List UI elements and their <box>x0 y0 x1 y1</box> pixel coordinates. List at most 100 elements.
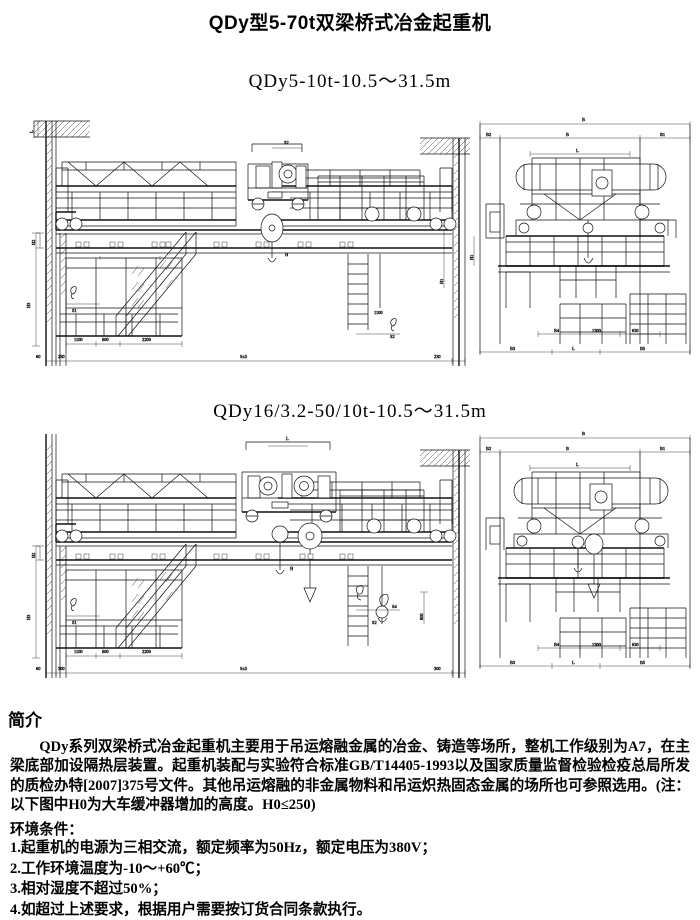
page-title: QDy型5-70t双梁桥式冶金起重机 <box>208 13 492 34</box>
hook-symbol-a-2 <box>355 585 364 601</box>
access-stair-2 <box>115 543 197 649</box>
dim-label: L <box>29 130 34 133</box>
side-elevation-view-2: B B2 B B1 L <box>479 431 691 669</box>
dim-label: B <box>566 446 569 451</box>
ceiling-hatch-left <box>33 120 91 138</box>
list-item: 1.起重机的电源为三相交流，额定频率为50Hz，额定电压为380V； <box>10 840 437 856</box>
dim-label: H3 <box>26 614 31 620</box>
dim-label: B2 <box>486 446 491 451</box>
dim-label: H1 <box>469 255 474 260</box>
front-elevation-view-1: L H2 H3 1100 600 2200 60 230 230 <box>26 120 471 366</box>
access-stair <box>115 231 197 337</box>
dim-label: 1300 <box>592 642 602 647</box>
dim-label: S4 <box>392 604 397 609</box>
right-building-column-2 <box>419 449 471 678</box>
dim-label: S±5 <box>240 666 248 671</box>
dim-label: 230 <box>58 354 65 359</box>
machinery-platform-2 <box>339 489 425 534</box>
dim-label: H <box>290 566 294 571</box>
left-building-column-2 <box>45 434 67 678</box>
dim-label: L <box>572 346 575 351</box>
dimension-annotations-front-2: H2 H3 S1 1100 600 2200 60 300 300 S±5 <box>26 436 466 676</box>
dimension-annotations-side-2: B4 1300 630 B3 L B5 <box>479 642 691 669</box>
dim-label: S1 <box>72 620 77 625</box>
trolley-assembly <box>247 143 309 263</box>
environment-heading: 环境条件： <box>10 822 83 838</box>
dim-label: H2 <box>31 553 36 558</box>
end-carriage-left-2 <box>55 479 83 543</box>
list-item: 4.如超过上述要求，根据用户需要按订货合同条款执行。 <box>10 901 372 918</box>
dim-label: S1 <box>72 308 77 313</box>
end-carriage-right <box>429 167 457 231</box>
deck-cleats <box>75 241 354 248</box>
vertical-ladder-right-2 <box>347 566 383 646</box>
dim-label: 1100 <box>74 337 83 342</box>
dim-label: B5 <box>640 346 646 351</box>
dim-label: B1 <box>660 132 665 137</box>
environment-list: 1.起重机的电源为三相交流，额定频率为50Hz，额定电压为380V； 2.工作环… <box>10 838 690 920</box>
right-building-column <box>419 137 471 366</box>
dim-label: L <box>286 436 289 441</box>
dim-label: 1100 <box>374 310 383 315</box>
dim-label: 600 <box>102 649 109 654</box>
dim-label: S±5 <box>240 354 248 359</box>
dim-label: 300 <box>434 666 441 671</box>
dim-label: B2 <box>486 132 491 137</box>
figure-1-caption: QDy5-10t-10.5～31.5m <box>248 71 452 92</box>
bridge-cross-section-2 <box>485 471 669 612</box>
end-carriage-left <box>55 167 83 231</box>
dim-label: L <box>572 660 575 665</box>
dim-label: B3 <box>510 660 516 665</box>
lower-platform-side <box>498 265 687 344</box>
front-elevation-view-2: H2 H3 S1 1100 600 2200 60 300 300 S±5 <box>26 434 471 678</box>
dim-label: H3 <box>26 302 31 308</box>
main-girder-left <box>55 161 237 227</box>
dim-label: B3 <box>510 346 516 351</box>
dimension-annotations-side-1: B4 1300 630 B3 L B5 H1 <box>469 236 691 355</box>
dim-label: B4 <box>554 642 560 647</box>
trolley-assembly-2 <box>241 441 337 603</box>
dim-label: 1100 <box>74 649 83 654</box>
dim-label: B1 <box>660 446 665 451</box>
dim-label: 800 <box>419 613 424 620</box>
intro-heading: 简介 <box>8 711 42 730</box>
dim-label: H <box>285 252 289 257</box>
dim-label: S2 <box>372 620 377 625</box>
list-item: 2.工作环境温度为-10～+60℃； <box>10 860 210 877</box>
hook-symbol-left <box>70 286 77 300</box>
platform-railing-left-2 <box>56 569 183 649</box>
platform-railing-left <box>56 257 183 337</box>
dim-label: H2 <box>31 240 36 245</box>
dim-label: 230 <box>434 354 441 359</box>
dimension-annotations-front-1: L H2 H3 1100 600 2200 60 230 230 <box>26 121 466 364</box>
machinery-platform <box>317 175 425 222</box>
dim-label: 300 <box>58 666 65 671</box>
figure-1-drawing: L H2 H3 1100 600 2200 60 230 230 <box>0 108 700 378</box>
dim-label: 2200 <box>142 649 152 654</box>
end-carriage-right-2 <box>429 479 457 543</box>
dim-label: 60 <box>36 354 41 359</box>
main-girder-left-2 <box>55 473 237 539</box>
dim-label: B <box>566 132 569 137</box>
intro-paragraph: QDy系列双梁桥式冶金起重机主要用于吊运熔融金属的冶金、铸造等场所，整机工作级别… <box>10 739 690 814</box>
side-elevation-view-1: B B2 B B1 L <box>469 117 691 355</box>
dim-label: 630 <box>632 328 639 333</box>
hook-symbol-left-2 <box>70 598 77 612</box>
dim-label: B4 <box>554 328 560 333</box>
dim-label: B5 <box>640 660 646 665</box>
figure-2-caption: QDy16/3.2-50/10t-10.5～31.5m <box>213 401 487 422</box>
hook-symbol-right <box>390 318 397 332</box>
dim-label: 600 <box>102 337 109 342</box>
vertical-ladder-right <box>347 254 381 330</box>
dim-label: B <box>582 431 585 436</box>
dim-label: 2200 <box>142 337 152 342</box>
dim-label: L <box>576 462 579 467</box>
figure-2-drawing: H2 H3 S1 1100 600 2200 60 300 300 S±5 <box>0 428 700 690</box>
list-item: 3.相对湿度不超过50%； <box>10 881 167 897</box>
dim-label: 60 <box>36 666 41 671</box>
dim-label: S2 <box>284 140 289 145</box>
dim-label: B <box>582 117 585 122</box>
deck-cleats-2 <box>75 553 354 560</box>
dim-label: H1 <box>439 279 444 284</box>
